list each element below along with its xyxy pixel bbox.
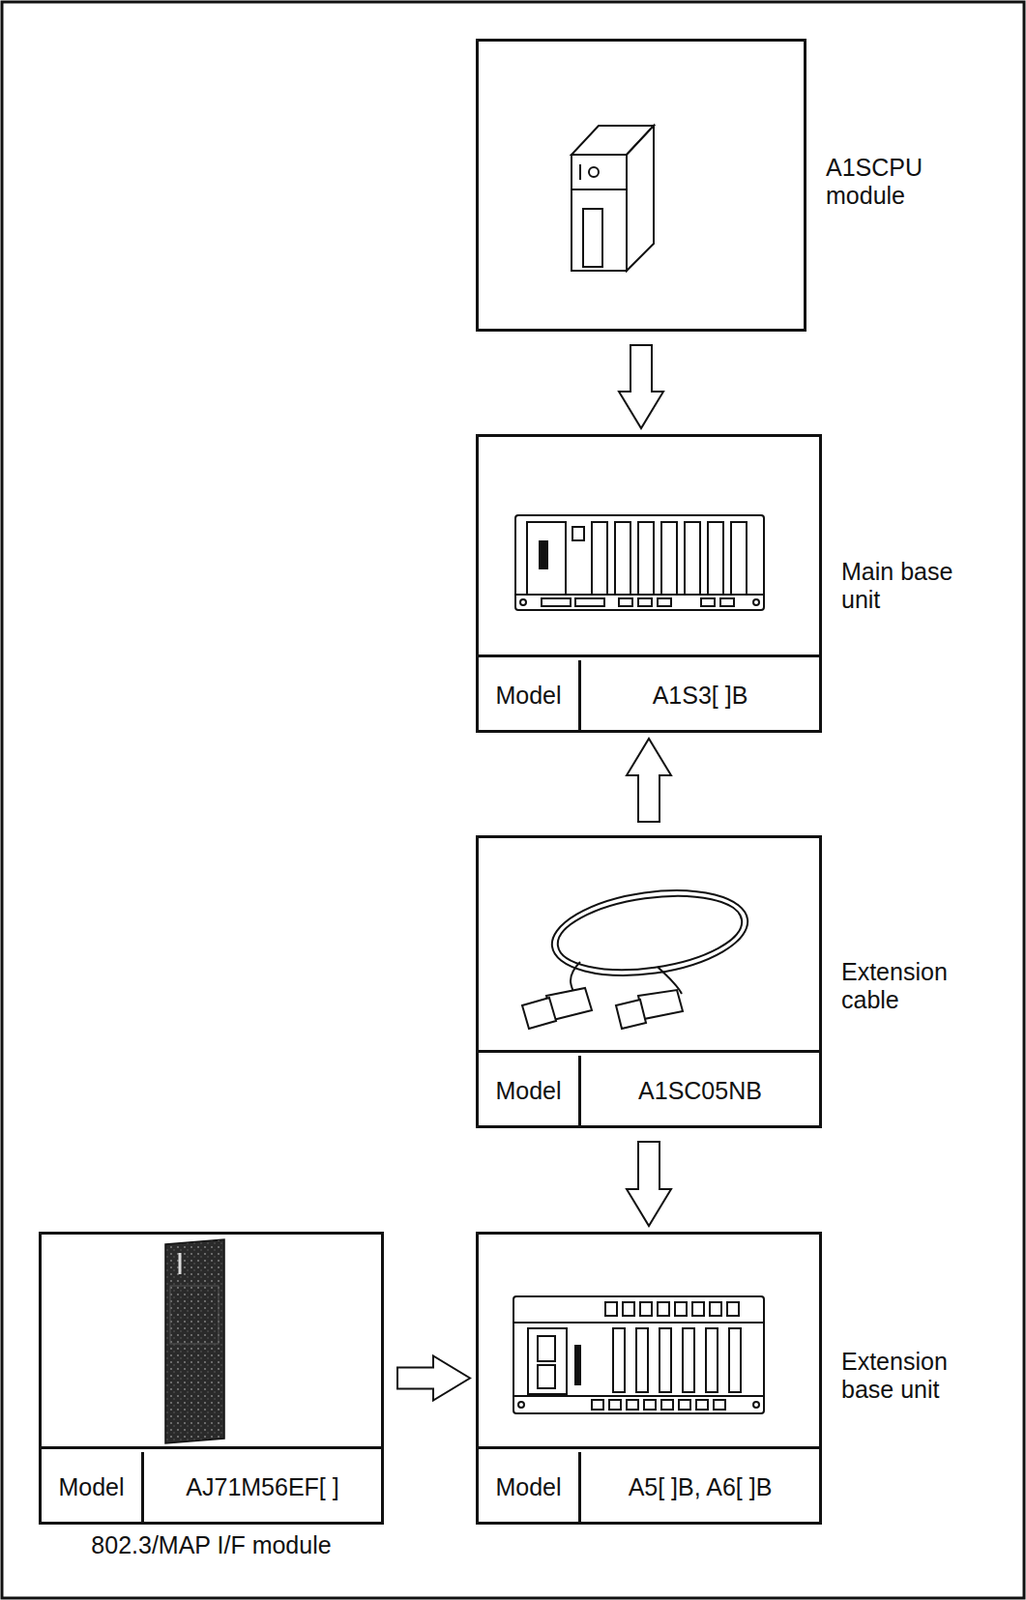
model-number-cell: AJ71M56EF[ ] <box>144 1452 382 1523</box>
model-heading-cell: Model <box>478 1055 582 1126</box>
block-arrow <box>618 345 664 429</box>
extension-cable-picture-part-part <box>522 997 557 1029</box>
extension-base-picture-part <box>605 1302 617 1317</box>
interface-module-picture <box>165 1239 225 1444</box>
extension-base-picture-part <box>537 1336 556 1362</box>
extension-base-picture-part <box>657 1302 670 1317</box>
extension-base-picture-part <box>674 1302 687 1317</box>
extension-cable-picture-part-part <box>615 999 646 1029</box>
part-label: Extension base unit <box>841 1348 987 1405</box>
extension-base-picture-part <box>692 1302 704 1317</box>
extension-cable-picture <box>522 879 754 1029</box>
main-base-picture-part <box>707 522 724 595</box>
main-base-picture-part <box>541 598 571 607</box>
extension-base-picture-part <box>575 1346 581 1385</box>
extension-cable-picture-part <box>657 967 682 995</box>
cpu-module-picture-part <box>571 154 627 271</box>
extension-base-picture <box>513 1296 764 1414</box>
part-caption: 802.3/MAP I/F module <box>41 1531 382 1560</box>
cpu-module-picture-part <box>588 167 599 177</box>
main-base-picture-part <box>618 598 633 607</box>
cpu-module-picture-part <box>583 208 603 267</box>
extension-base-picture-part <box>613 1328 625 1393</box>
main-base-picture-part <box>539 541 548 569</box>
main-base-picture-part <box>657 598 672 607</box>
model-heading-cell: Model <box>478 1452 582 1523</box>
extension-base-picture-part <box>729 1328 741 1393</box>
main-base-picture-part <box>701 598 715 607</box>
extension-base-picture-part <box>709 1302 722 1317</box>
model-number-cell: A1S3[ ]B <box>581 660 820 731</box>
part-label: Main base unit <box>841 557 987 615</box>
extension-base-picture-part <box>527 1328 567 1395</box>
main-base-picture-part <box>575 598 605 607</box>
interface-module-picture-part <box>178 1253 182 1275</box>
cpu-module-picture-part <box>626 125 654 271</box>
main-base-picture-part <box>638 522 654 595</box>
model-number-cell: A5[ ]B, A6[ ]B <box>581 1452 820 1523</box>
main-base-picture-part <box>572 527 585 541</box>
main-base-picture-part <box>520 599 527 606</box>
extension-base-picture-part <box>636 1328 648 1393</box>
extension-cable-picture-part <box>546 879 754 988</box>
main-base-picture <box>515 515 764 611</box>
main-base-picture-part <box>753 599 760 606</box>
extension-cable-picture-part <box>553 885 747 981</box>
model-number-cell: A1SC05NB <box>581 1055 820 1126</box>
extension-base-picture-part <box>609 1400 621 1410</box>
block-arrow <box>626 738 672 822</box>
extension-base-picture-part <box>753 1402 760 1408</box>
cpu-module-picture <box>571 125 654 271</box>
extension-base-picture-part <box>678 1400 691 1410</box>
extension-base-picture-part <box>513 1296 764 1414</box>
extension-base-picture-part <box>727 1302 739 1317</box>
main-base-picture-part <box>731 522 747 595</box>
part-label: Extension cable <box>841 958 987 1015</box>
extension-base-picture-part <box>591 1400 604 1410</box>
interface-module-picture-part <box>170 1286 219 1345</box>
main-base-picture-part <box>527 522 566 595</box>
extension-base-picture-part <box>661 1400 674 1410</box>
extension-base-picture-part <box>513 1321 764 1324</box>
extension-base-picture-part <box>622 1302 635 1317</box>
main-base-picture-part <box>661 522 677 595</box>
model-heading-cell: Model <box>41 1452 145 1523</box>
extension-base-picture-part <box>682 1328 695 1393</box>
extension-base-picture-part <box>626 1400 639 1410</box>
main-base-picture-part <box>638 598 652 607</box>
cpu-module-picture-part <box>571 188 627 191</box>
main-base-picture-part <box>684 522 701 595</box>
extension-base-picture-part <box>537 1365 556 1389</box>
cpu-module-picture-part <box>579 164 582 180</box>
extension-base-picture-part <box>659 1328 672 1393</box>
model-heading-cell: Model <box>478 660 582 731</box>
extension-base-picture-part <box>518 1402 525 1408</box>
main-base-picture-part <box>515 593 764 596</box>
interface-module-box: ModelAJ71M56EF[ ]802.3/MAP I/F module <box>38 1231 384 1525</box>
extension-base-picture-part <box>696 1400 708 1410</box>
extension-base-picture-part <box>644 1400 656 1410</box>
main-base-picture-part <box>720 598 734 607</box>
extension-base-picture-part <box>713 1400 726 1410</box>
block-arrow <box>397 1356 470 1402</box>
block-arrow <box>626 1142 672 1227</box>
main-base-picture-part <box>591 522 608 595</box>
interface-module-picture-part <box>165 1239 225 1444</box>
extension-base-picture-part <box>513 1395 764 1398</box>
cpu-module-box: A1SCPU module <box>475 38 807 332</box>
main-base-picture-part <box>515 515 764 611</box>
extension-base-picture-part <box>640 1302 652 1317</box>
part-label: A1SCPU module <box>825 153 971 210</box>
extension-base-box: Extension base unitModelA5[ ]B, A6[ ]B <box>475 1231 822 1525</box>
extension-base-picture-part <box>705 1328 718 1393</box>
extension-cable-picture-part <box>522 988 683 1029</box>
extension-cable-box: Extension cableModelA1SC05NB <box>475 835 822 1129</box>
main-base-picture-part <box>615 522 631 595</box>
main-base-box: Main base unitModelA1S3[ ]B <box>475 434 822 733</box>
